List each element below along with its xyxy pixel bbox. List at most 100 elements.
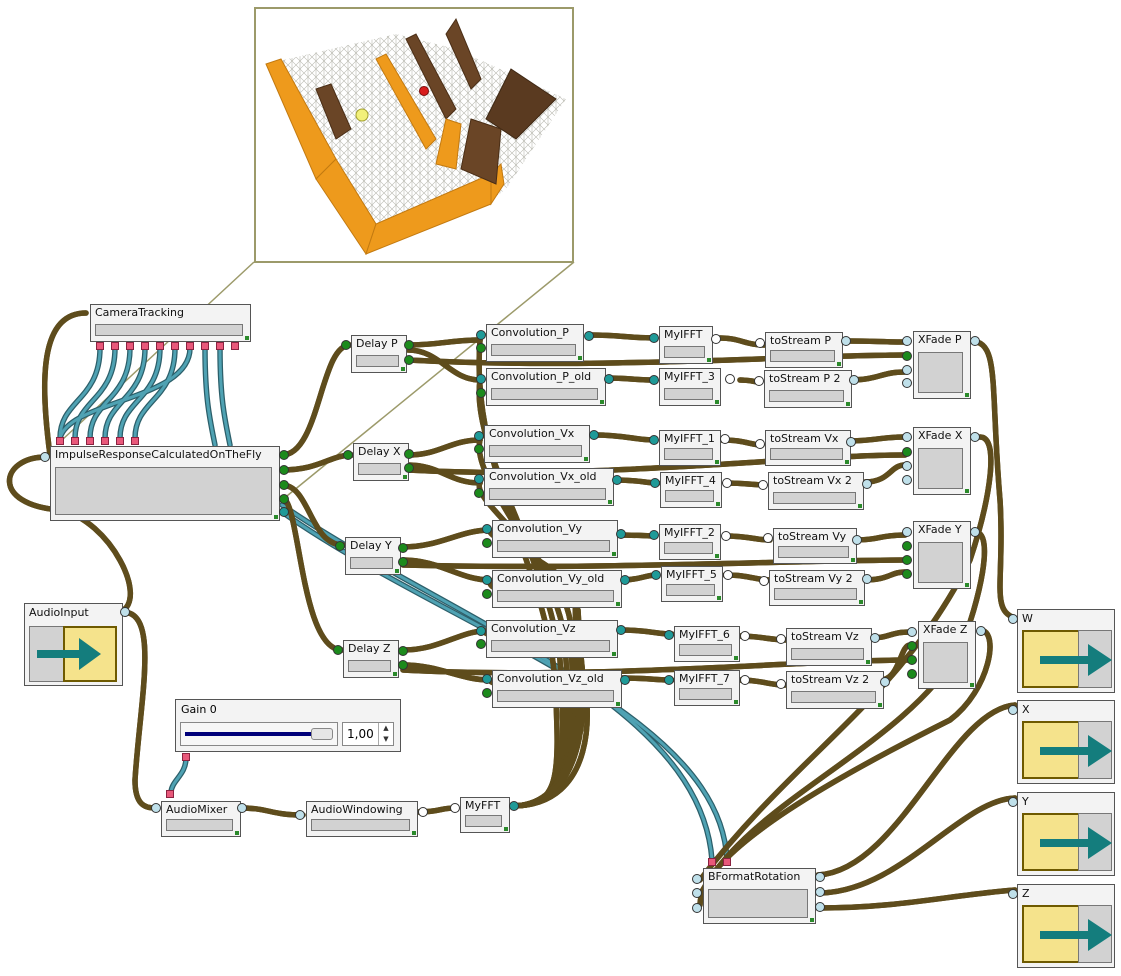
input-port[interactable]: [1008, 797, 1018, 807]
output-port[interactable]: [171, 342, 179, 350]
gain-slider[interactable]: [180, 722, 338, 746]
ifft-2-node[interactable]: MyIFFT_2: [659, 524, 721, 560]
output-x-node[interactable]: X: [1017, 700, 1115, 784]
ifft-3-node[interactable]: MyIFFT_3: [659, 368, 721, 406]
input-port[interactable]: [664, 630, 674, 640]
output-port[interactable]: [849, 375, 859, 385]
input-port[interactable]: [902, 475, 912, 485]
output-w-node[interactable]: W: [1017, 609, 1115, 693]
input-port[interactable]: [1008, 614, 1018, 624]
input-port[interactable]: [907, 669, 917, 679]
input-port[interactable]: [902, 461, 912, 471]
my-fft-node[interactable]: MyFFT: [460, 797, 510, 833]
input-port[interactable]: [651, 570, 661, 580]
input-port[interactable]: [776, 679, 786, 689]
resize-handle[interactable]: [845, 460, 849, 464]
output-port[interactable]: [740, 675, 750, 685]
output-port[interactable]: [970, 432, 980, 442]
output-port[interactable]: [711, 334, 721, 344]
output-port[interactable]: [398, 646, 408, 656]
input-port[interactable]: [476, 374, 486, 384]
input-port[interactable]: [754, 376, 764, 386]
resize-handle[interactable]: [600, 400, 604, 404]
resize-handle[interactable]: [965, 583, 969, 587]
output-port[interactable]: [186, 342, 194, 350]
input-port[interactable]: [902, 351, 912, 361]
input-port[interactable]: [476, 343, 486, 353]
resize-handle[interactable]: [274, 515, 278, 519]
output-port[interactable]: [398, 543, 408, 553]
input-port[interactable]: [755, 439, 765, 449]
input-port[interactable]: [482, 524, 492, 534]
output-port[interactable]: [970, 336, 980, 346]
delay-p-node[interactable]: Delay P: [351, 335, 407, 373]
output-port[interactable]: [584, 331, 594, 341]
resize-handle[interactable]: [717, 596, 721, 600]
resize-handle[interactable]: [965, 489, 969, 493]
input-port[interactable]: [664, 675, 674, 685]
input-port[interactable]: [333, 645, 343, 655]
input-port[interactable]: [902, 432, 912, 442]
bformat-rotation-node[interactable]: BFormatRotation: [703, 868, 816, 924]
input-port[interactable]: [902, 541, 912, 551]
input-port[interactable]: [902, 378, 912, 388]
input-port[interactable]: [649, 530, 659, 540]
output-port[interactable]: [279, 507, 289, 517]
tostream-vz2-node[interactable]: toStream Vz 2: [786, 671, 884, 709]
input-port[interactable]: [650, 478, 660, 488]
input-port[interactable]: [649, 435, 659, 445]
output-port[interactable]: [815, 902, 825, 912]
input-port[interactable]: [101, 437, 109, 445]
tostream-p2-node[interactable]: toStream P 2: [764, 370, 852, 408]
input-port[interactable]: [341, 340, 351, 350]
resize-handle[interactable]: [866, 660, 870, 664]
output-port[interactable]: [141, 342, 149, 350]
resize-handle[interactable]: [878, 703, 882, 707]
resize-handle[interactable]: [584, 457, 588, 461]
input-port[interactable]: [476, 388, 486, 398]
slider-thumb[interactable]: [311, 728, 333, 740]
resize-handle[interactable]: [395, 569, 399, 573]
tostream-p-node[interactable]: toStream P: [765, 332, 843, 368]
input-port[interactable]: [907, 655, 917, 665]
output-port[interactable]: [620, 675, 630, 685]
output-port[interactable]: [620, 575, 630, 585]
resize-handle[interactable]: [578, 356, 582, 360]
input-port[interactable]: [482, 575, 492, 585]
gain-spinbox[interactable]: 1,00 ▲▼: [342, 722, 394, 746]
resize-handle[interactable]: [715, 460, 719, 464]
input-port[interactable]: [902, 527, 912, 537]
resize-handle[interactable]: [616, 702, 620, 706]
output-port[interactable]: [722, 478, 732, 488]
ifft-5-node[interactable]: MyIFFT_5: [661, 566, 723, 602]
input-port[interactable]: [86, 437, 94, 445]
output-port[interactable]: [418, 807, 428, 817]
resize-handle[interactable]: [716, 502, 720, 506]
input-port[interactable]: [482, 538, 492, 548]
output-port[interactable]: [126, 342, 134, 350]
input-port[interactable]: [295, 810, 305, 820]
audio-input-node[interactable]: AudioInput: [24, 603, 123, 686]
output-port[interactable]: [201, 342, 209, 350]
input-port[interactable]: [40, 452, 50, 462]
audio-windowing-node[interactable]: AudioWindowing: [306, 801, 418, 837]
input-port[interactable]: [649, 375, 659, 385]
output-port[interactable]: [279, 450, 289, 460]
input-port[interactable]: [474, 431, 484, 441]
resize-handle[interactable]: [715, 400, 719, 404]
output-port[interactable]: [815, 872, 825, 882]
output-port[interactable]: [231, 342, 239, 350]
resize-handle[interactable]: [837, 362, 841, 366]
resize-handle[interactable]: [401, 367, 405, 371]
tostream-vx2-node[interactable]: toStream Vx 2: [768, 472, 864, 510]
output-port[interactable]: [604, 374, 614, 384]
input-port[interactable]: [776, 634, 786, 644]
output-port[interactable]: [970, 527, 980, 537]
delay-x-node[interactable]: Delay X: [353, 443, 409, 481]
resize-handle[interactable]: [715, 554, 719, 558]
tostream-vx-node[interactable]: toStream Vx: [765, 430, 851, 466]
output-port[interactable]: [880, 677, 890, 687]
output-port[interactable]: [846, 437, 856, 447]
convolution-vz-old-node[interactable]: Convolution_Vz_old: [492, 670, 622, 708]
input-port[interactable]: [692, 888, 702, 898]
